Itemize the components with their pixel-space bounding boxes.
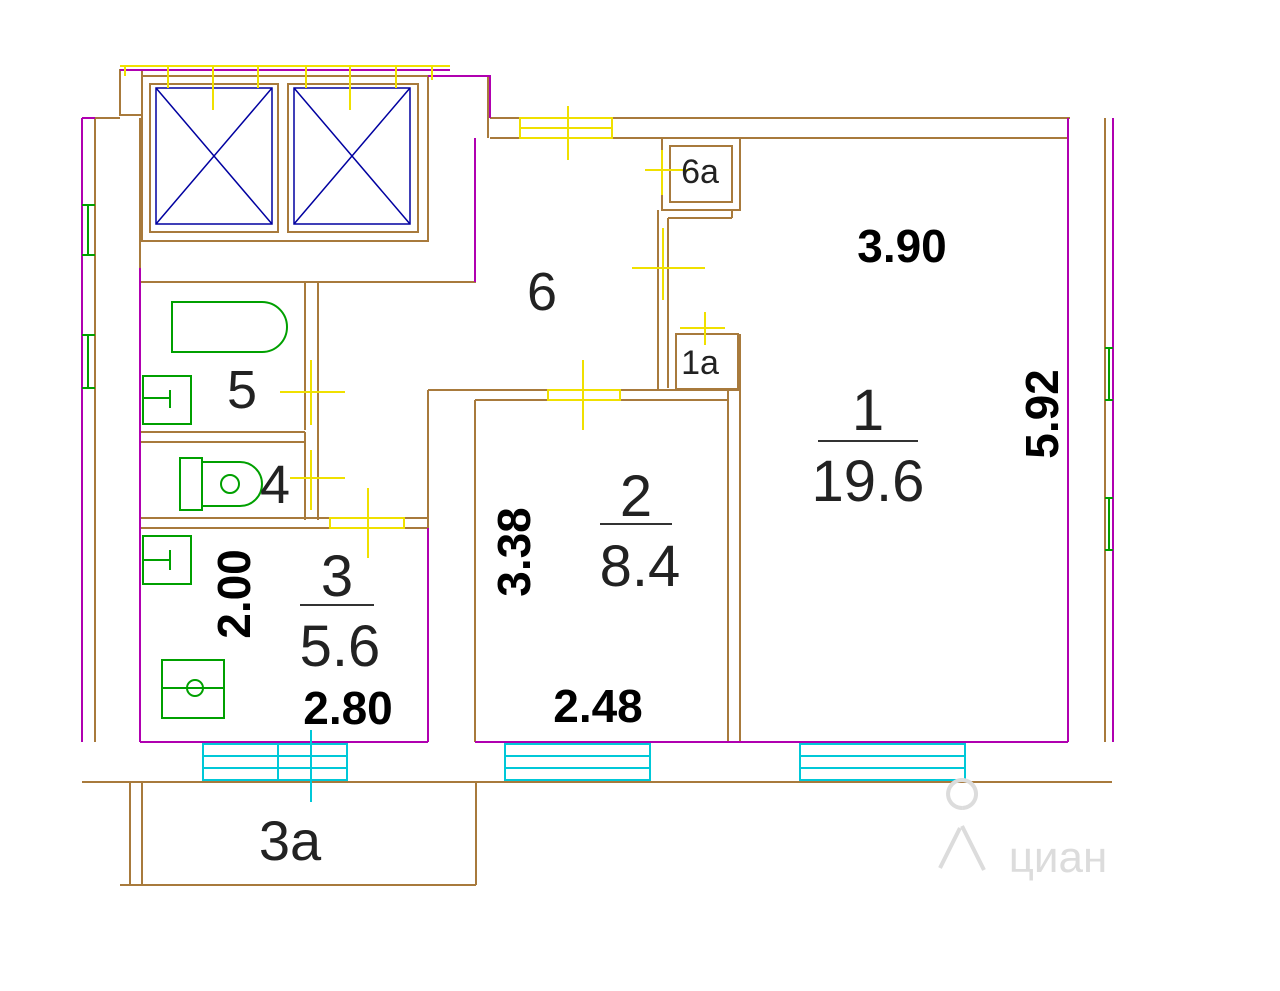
room-3-length-dimension: 2.00 [208, 549, 260, 639]
windows [202, 730, 966, 802]
room-labels: 6 6a 1a 5 4 1 19.6 2 8.4 3 5.6 3a [227, 153, 924, 872]
room-3-area: 5.6 [300, 614, 381, 679]
room-3-width-dimension: 2.80 [303, 682, 393, 734]
bathtub-icon [171, 301, 288, 353]
toilet-icon [179, 457, 263, 511]
plumbing-fixtures [82, 204, 1113, 719]
ventilation-shafts [155, 87, 411, 225]
room-5-number: 5 [227, 360, 257, 420]
room-1-width-dimension: 3.90 [857, 220, 947, 272]
outer-walls [81, 69, 1114, 743]
room-3a-number: 3a [259, 809, 322, 872]
room-6a-number: 6a [681, 153, 719, 191]
room-1a-number: 1a [681, 344, 719, 382]
dimension-labels: 3.90 5.92 3.38 2.48 2.00 2.80 [208, 220, 1068, 734]
room-1-number: 1 [852, 378, 884, 443]
bath-sink-icon [142, 375, 192, 425]
room-2-length-dimension: 3.38 [488, 507, 540, 597]
room-6-number: 6 [527, 262, 557, 322]
watermark-text: циан [1009, 833, 1108, 882]
room-2-width-dimension: 2.48 [553, 680, 643, 732]
room-2-number: 2 [620, 464, 652, 529]
room-4-number: 4 [260, 455, 290, 515]
room-1-area: 19.6 [812, 449, 925, 514]
room-2-area: 8.4 [600, 534, 681, 599]
watermark: циан [938, 778, 1108, 882]
room-1-length-dimension: 5.92 [1016, 369, 1068, 459]
room-3-number: 3 [321, 544, 353, 609]
watermark-logo-icon [938, 778, 986, 871]
doors [120, 65, 725, 558]
